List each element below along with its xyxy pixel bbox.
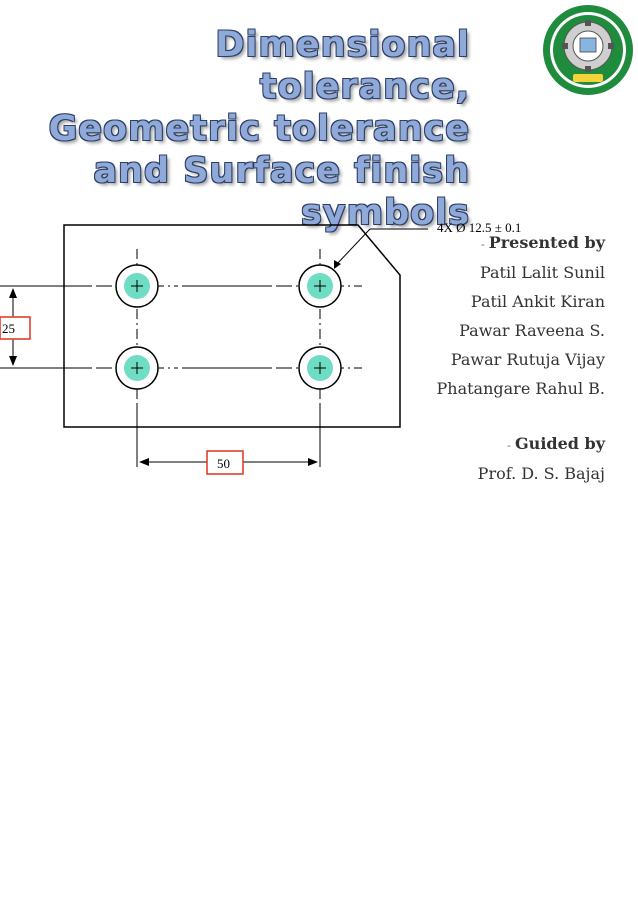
presenter-name: Phatangare Rahul B. xyxy=(436,379,605,398)
dimension-value-25: 25 xyxy=(2,321,15,336)
presenter-name: Pawar Raveena S. xyxy=(459,321,605,340)
guide-name: Prof. D. S. Bajaj xyxy=(477,464,605,483)
callout-text: 4X Ø 12.5 ± 0.1 xyxy=(437,220,521,235)
title-line-3: and Surface finish xyxy=(93,151,470,191)
guided-by-heading: -Guided by xyxy=(507,434,605,453)
slide-title: Dimensional tolerance, Geometric toleran… xyxy=(0,24,470,234)
guided-by-label: Guided by xyxy=(515,434,605,453)
title-line-1: Dimensional tolerance, xyxy=(215,25,470,107)
credits-block: -Presented by Patil Lalit Sunil Patil An… xyxy=(385,230,605,488)
presented-by-heading: -Presented by xyxy=(481,233,605,252)
dimension-value-50: 50 xyxy=(217,456,230,471)
plate-outline xyxy=(63,224,401,428)
title-line-2: Geometric tolerance xyxy=(48,109,470,149)
presenter-name: Patil Ankit Kiran xyxy=(470,292,605,311)
title-line-4: symbols xyxy=(300,193,470,233)
engineering-drawing: 4X Ø 12.5 ± 0.1 xyxy=(0,220,521,475)
presented-by-label: Presented by xyxy=(488,233,605,252)
dimension-box-50 xyxy=(206,450,244,475)
presenter-name: Pawar Rutuja Vijay xyxy=(450,350,605,369)
presenter-name: Patil Lalit Sunil xyxy=(479,263,605,282)
dimension-box-25 xyxy=(0,316,31,340)
college-logo xyxy=(543,5,633,95)
